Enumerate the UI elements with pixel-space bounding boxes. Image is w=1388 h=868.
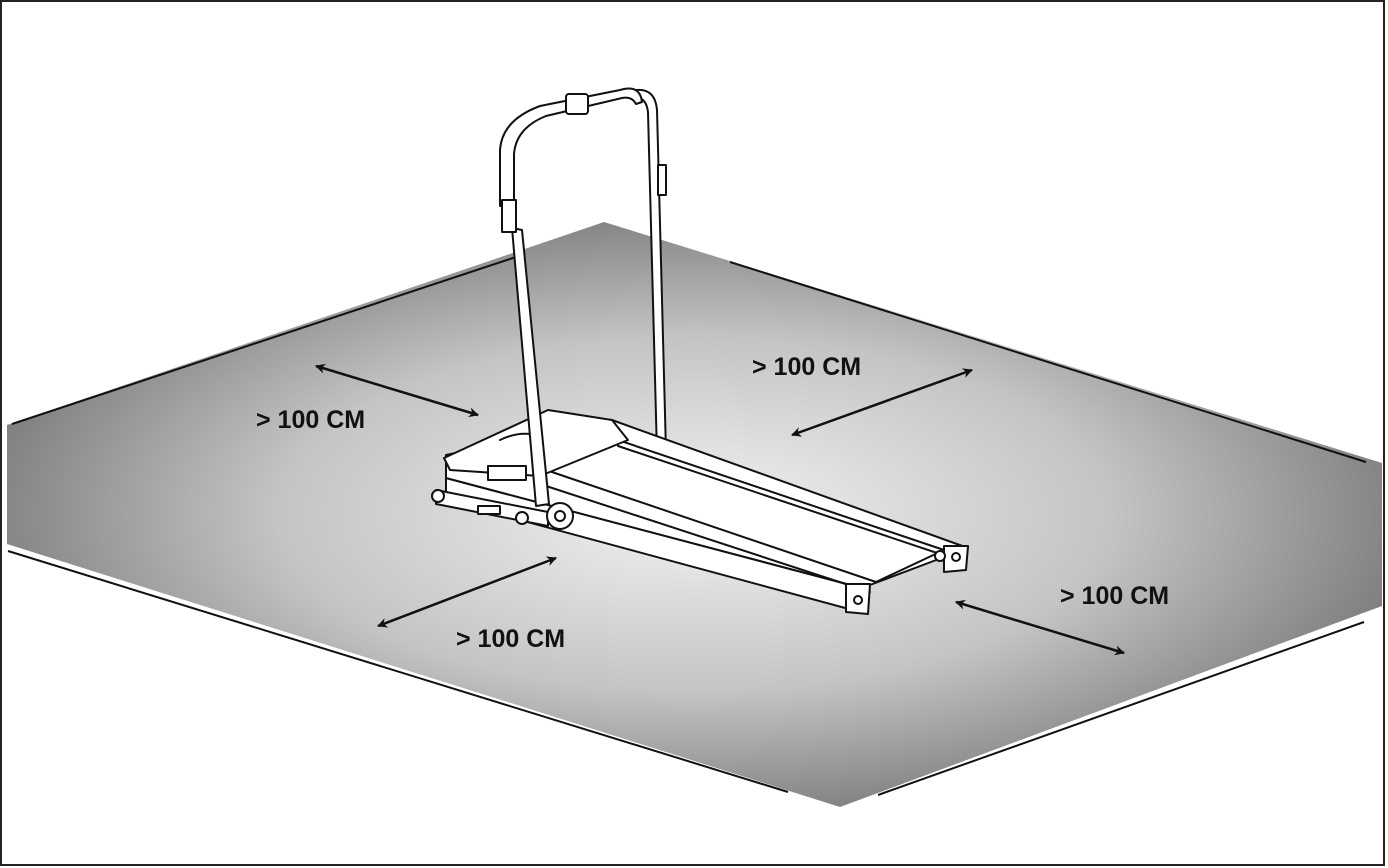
treadmill [431, 87, 969, 615]
handle-top-bar [499, 87, 643, 207]
label-back-clearance: > 100 CM [752, 353, 861, 381]
label-front-clearance: > 100 CM [456, 625, 565, 653]
handle-left-post [511, 227, 550, 507]
handle-sensor [565, 93, 589, 115]
clearance-arrows [315, 363, 1125, 656]
label-left-clearance: > 100 CM [256, 406, 365, 434]
label-right-clearance: > 100 CM [1060, 582, 1169, 610]
arrow-left [315, 363, 479, 418]
handle-clip [657, 164, 667, 196]
arrow-back [791, 368, 973, 437]
floor-edges [7, 254, 1367, 796]
arrow-right [955, 599, 1125, 656]
arrow-front [377, 556, 557, 628]
